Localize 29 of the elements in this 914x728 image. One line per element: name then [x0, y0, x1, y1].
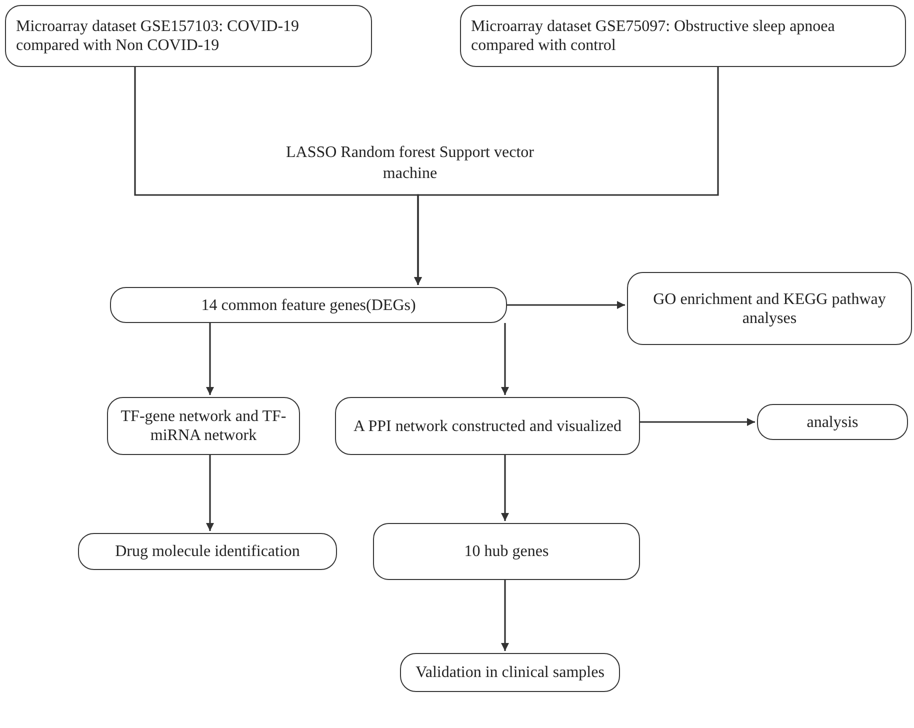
arrow — [501, 455, 509, 521]
process-box — [460, 5, 906, 67]
box-text: 10 hub genes — [464, 542, 549, 561]
box-text: Drug molecule identification — [115, 542, 300, 561]
process-box — [107, 397, 300, 455]
arrow — [206, 455, 214, 531]
box-text: Validation in clinical samples — [416, 663, 604, 682]
method-list: LASSO Random forest Support vector machine — [280, 142, 540, 184]
box-text: TF-gene network and TF-miRNA network — [120, 407, 288, 445]
box-text: 14 common feature genes(DEGs) — [201, 296, 416, 314]
process-box — [110, 287, 507, 323]
arrow — [206, 323, 214, 395]
arrow — [501, 323, 509, 395]
process-box — [335, 397, 640, 455]
process-box — [5, 5, 372, 67]
arrow — [414, 67, 719, 285]
box-text: A PPI network constructed and visualized — [354, 416, 622, 436]
process-box — [400, 653, 620, 692]
box-text: Microarray dataset GSE75097: Obstructive sleep apnoea compared with control — [471, 17, 836, 55]
box-text: Microarray dataset GSE157103: COVID-19 compared with Non COVID-19 — [16, 17, 300, 55]
arrow — [507, 301, 625, 309]
process-box — [373, 523, 640, 580]
box-text: analysis — [806, 412, 858, 432]
process-box — [78, 533, 337, 570]
box-text: GO enrichment and KEGG pathway analyses — [652, 290, 887, 328]
process-box — [757, 404, 908, 440]
process-box — [627, 272, 912, 345]
arrow — [501, 580, 509, 651]
arrow — [640, 418, 755, 426]
